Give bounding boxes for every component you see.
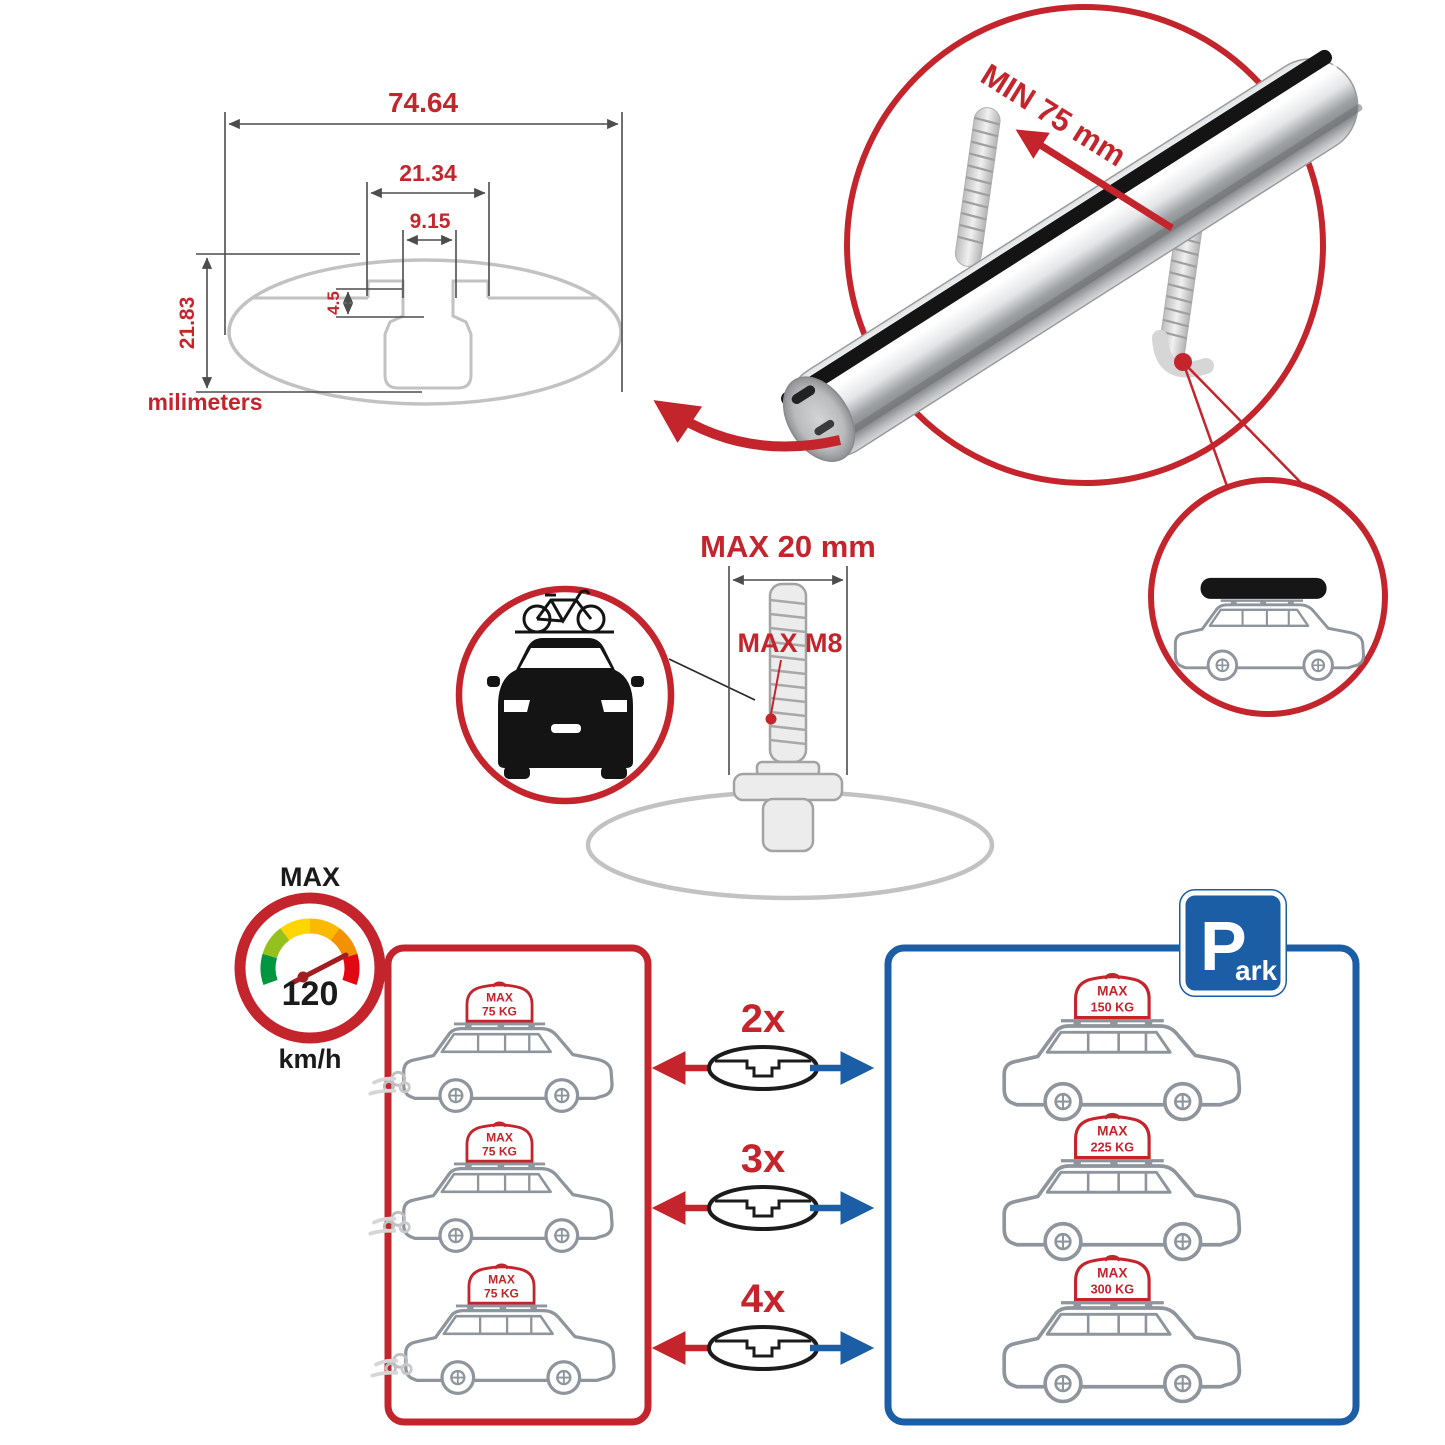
gauge-unit: km/h: [278, 1044, 341, 1074]
car-front-icon: [487, 638, 644, 779]
roof-bike-icon: [515, 589, 614, 634]
parked-car-1: MAX 150 KG: [1002, 972, 1242, 1122]
ext-lines-total-height: [196, 253, 422, 393]
badge-weight: 75 KG: [482, 1145, 517, 1159]
gauge-arcs: [260, 918, 360, 985]
unit-label: milimeters: [147, 389, 262, 415]
aluminum-crossbar: [781, 49, 1363, 462]
parked-car-3: MAX 300 KG: [1002, 1254, 1242, 1404]
ext-lines-slot-width: [402, 230, 457, 298]
profile-icon-row3: [707, 1325, 819, 1371]
ext-lines-bolt: [728, 566, 848, 775]
driving-car-2: MAX 75 KG: [368, 1121, 614, 1253]
load-badge: MAX 300 KG: [1074, 1254, 1151, 1302]
driving-panel: MAX 75 KG MAX 75 KG MAX 75 KG: [368, 944, 652, 1426]
clamp-hook: [1152, 330, 1214, 378]
callout-lines: [1181, 361, 1311, 493]
badge-max: MAX: [1097, 984, 1127, 999]
crossbar-detail: MIN 75 mm: [781, 4, 1363, 493]
gauge-seg-red: [342, 953, 360, 985]
dim-total-height: 21.83: [176, 297, 199, 350]
badge-max: MAX: [486, 991, 513, 1005]
bike-car-circle: [455, 585, 756, 805]
load-badge: MAX 150 KG: [1074, 972, 1151, 1020]
profile-icon-row1: [707, 1045, 819, 1091]
bolt-illustration: [732, 582, 844, 853]
max-thread-label: MAX M8: [737, 628, 842, 658]
cross-section-drawing: 74.64 21.34 9.15 4.5 21.83 milimeters: [147, 87, 623, 415]
parked-car-2: MAX 225 KG: [1002, 1112, 1242, 1262]
clamp-rod-left: [954, 107, 1001, 267]
badge-weight: 300 KG: [1091, 1282, 1135, 1296]
pointer-arrow-to-drawing: [653, 400, 842, 452]
dim-slot-width: 9.15: [410, 210, 451, 233]
gauge-seg-lightgreen: [262, 928, 290, 959]
car-with-roofbox: [1173, 577, 1365, 682]
ext-lines-total-width: [224, 112, 623, 392]
park-letters-ark: ark: [1235, 955, 1277, 986]
load-badge: MAX 75 KG: [465, 1121, 534, 1163]
load-badge: MAX 225 KG: [1074, 1112, 1151, 1160]
ext-lines-channel-width: [366, 182, 490, 296]
load-badge: MAX 75 KG: [465, 981, 534, 1023]
bolt-detail: MAX 20 mm MAX M8: [455, 529, 995, 901]
bike-circle-leader: [668, 658, 756, 701]
badge-weight: 225 KG: [1091, 1140, 1135, 1154]
bar-count-rows: 2x 3x 4x: [651, 997, 875, 1371]
gauge-value: 120: [282, 975, 339, 1013]
count-2x: 2x: [741, 997, 786, 1041]
gauge-max-label: MAX: [280, 862, 340, 892]
roof-box: [1200, 577, 1327, 599]
park-letter-p: P: [1200, 907, 1247, 985]
min-clamp-arrow: [1015, 129, 1174, 231]
dim-slot-depth: 4.5: [324, 291, 343, 315]
gauge-seg-orange: [330, 928, 358, 959]
bolt-threads: [769, 598, 807, 746]
dim-channel-width: 21.34: [399, 160, 457, 186]
badge-max: MAX: [486, 1131, 513, 1145]
badge-max: MAX: [1097, 1266, 1127, 1281]
gauge-pivot: [297, 971, 309, 983]
driving-car-3: MAX 75 KG: [370, 1263, 616, 1395]
ext-lines-slot-depth: [336, 288, 424, 318]
count-3x: 3x: [741, 1137, 786, 1181]
badge-weight: 150 KG: [1091, 1000, 1135, 1014]
driving-car-1: MAX 75 KG: [368, 981, 614, 1113]
speed-gauge: MAX 120 km/h: [234, 862, 386, 1074]
gauge-seg-amber: [309, 918, 340, 941]
max-length-label: MAX 20 mm: [700, 529, 876, 564]
park-sign: P ark: [1179, 889, 1287, 997]
gauge-seg-green: [260, 953, 278, 985]
gauge-seg-yellow: [280, 918, 311, 941]
profile-icon-row2: [707, 1185, 819, 1231]
count-4x: 4x: [741, 1277, 786, 1321]
load-badge: MAX 75 KG: [467, 1263, 536, 1305]
bar-profile-ellipse: [227, 258, 623, 406]
t-slot-profile: [366, 279, 490, 390]
thread-leader: [770, 659, 782, 715]
rubber-strip: [781, 49, 1332, 407]
badge-max: MAX: [1097, 1124, 1127, 1139]
roofbox-car-circle: [1148, 477, 1388, 717]
dim-total-width: 74.64: [388, 87, 458, 118]
badge-weight: 75 KG: [484, 1287, 519, 1301]
badge-weight: 75 KG: [482, 1005, 517, 1019]
badge-max: MAX: [488, 1273, 515, 1287]
parked-panel: MAX 150 KG MAX 225 KG MAX 300 KG P: [884, 889, 1360, 1426]
thread-dot: [765, 713, 777, 725]
